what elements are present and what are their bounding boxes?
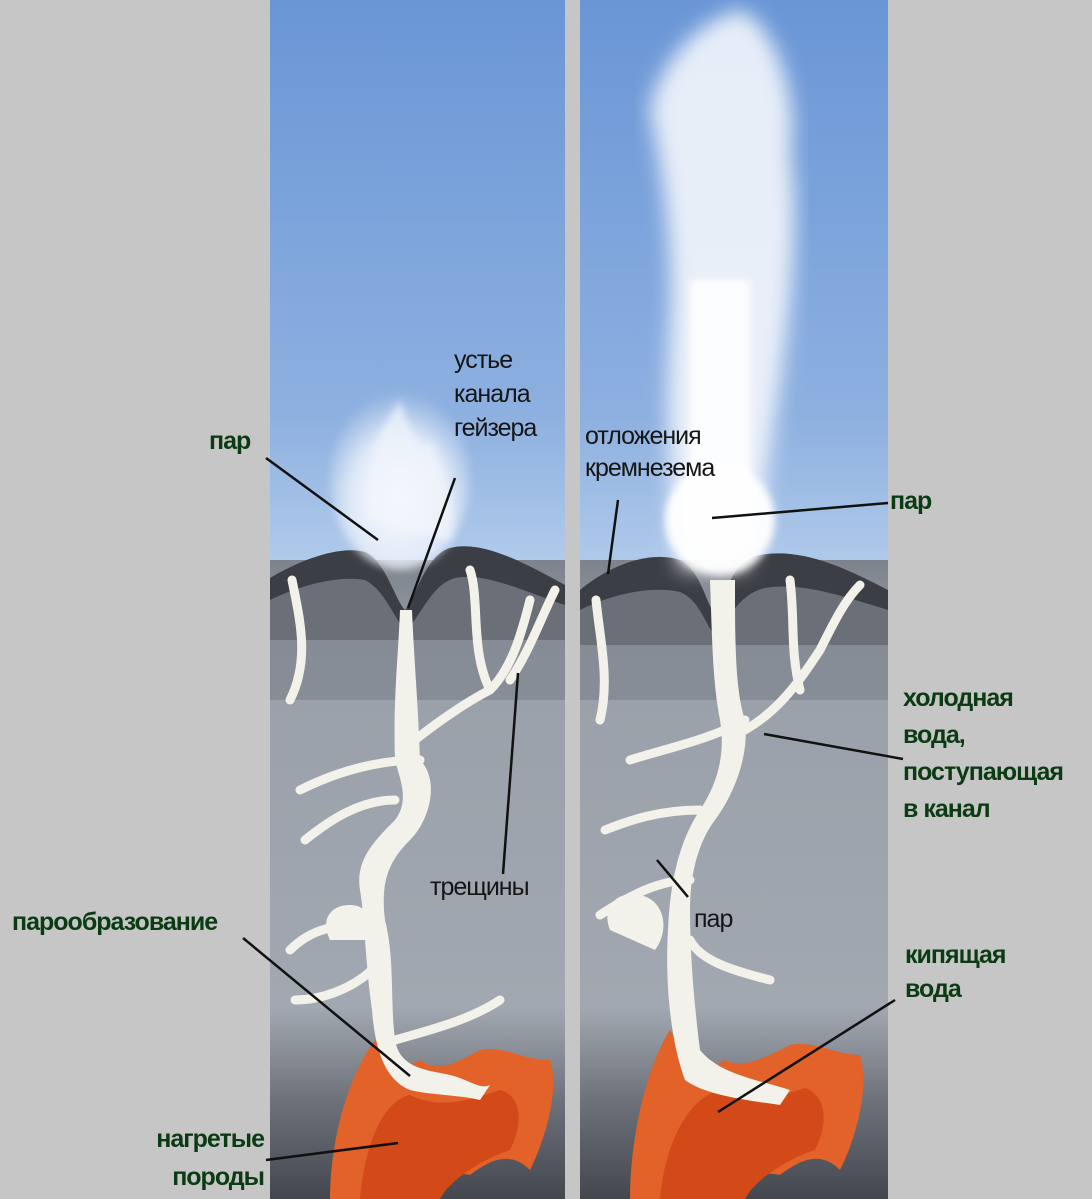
label-geyser-vent-line1: устье bbox=[454, 343, 536, 377]
label-cold-line2: вода, bbox=[903, 717, 1063, 754]
label-geyser-vent: устье канала гейзера bbox=[454, 343, 536, 445]
label-boiling-line1: кипящая bbox=[905, 938, 1005, 972]
label-steam-left: пар bbox=[209, 427, 250, 455]
label-boiling-water: кипящая вода bbox=[905, 938, 1005, 1006]
label-rocks-line1: нагретые bbox=[130, 1120, 264, 1158]
label-cold-water: холодная вода, поступающая в канал bbox=[903, 680, 1063, 828]
label-cracks: трещины bbox=[430, 873, 529, 901]
right-panel-erupting-geyser bbox=[580, 0, 888, 1199]
label-cold-line3: поступающая bbox=[903, 754, 1063, 791]
label-geyser-vent-line2: канала bbox=[454, 377, 536, 411]
label-silica-line1: отложения bbox=[585, 420, 714, 452]
label-silica-line2: кремнезема bbox=[585, 452, 714, 484]
label-silica-deposits: отложения кремнезема bbox=[585, 420, 714, 484]
label-cold-line4: в канал bbox=[903, 791, 1063, 828]
label-geyser-vent-line3: гейзера bbox=[454, 411, 536, 445]
label-vaporization: парообразование bbox=[12, 908, 217, 936]
label-rocks-line2: породы bbox=[130, 1158, 264, 1196]
label-boiling-line2: вода bbox=[905, 972, 1005, 1006]
label-hot-rocks: нагретые породы bbox=[130, 1120, 264, 1196]
label-steam-right: пар bbox=[890, 487, 931, 515]
label-steam-mid: пар bbox=[694, 905, 732, 933]
left-panel-quiet-geyser bbox=[270, 0, 565, 1199]
label-cold-line1: холодная bbox=[903, 680, 1063, 717]
